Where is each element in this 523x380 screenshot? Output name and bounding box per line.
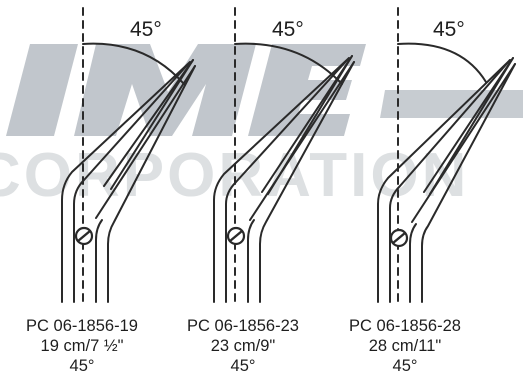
scissors-drawing-2 (213, 7, 355, 303)
lower-blade (95, 65, 196, 219)
upper-blade (103, 59, 194, 190)
instrument-length: 28 cm/11" (368, 337, 442, 355)
catalog-number: PC 06-1856-28 (349, 317, 461, 335)
shanks (213, 57, 355, 303)
pivot-screw (226, 226, 246, 246)
angle-arc (234, 42, 343, 85)
instrument-angle: 45° (392, 357, 418, 375)
scissors-illustrations (61, 7, 516, 303)
pivot-screw (389, 228, 409, 248)
instrument-angle: 45° (230, 357, 256, 375)
angle-arc (397, 42, 487, 83)
instrument-angle: 45° (69, 357, 95, 375)
catalog-number: PC 06-1856-23 (187, 317, 299, 335)
angle-label-1: 45° (130, 18, 162, 41)
catalog-number: PC 06-1856-19 (26, 317, 138, 335)
product-caption-1: PC 06-1856-19 19 cm/7 ½" 45° (7, 316, 157, 376)
shanks (61, 61, 196, 303)
scissors-drawing-3 (377, 7, 516, 303)
angle-arc (82, 42, 185, 85)
scissors-drawing-1 (61, 7, 196, 303)
product-caption-2: PC 06-1856-23 23 cm/9" 45° (168, 316, 318, 376)
upper-blade (423, 57, 514, 195)
pivot-screw (74, 226, 94, 246)
lower-blade (249, 61, 355, 221)
product-caption-3: PC 06-1856-28 28 cm/11" 45° (330, 316, 480, 376)
instrument-length: 23 cm/9" (210, 337, 276, 355)
shanks (377, 59, 516, 303)
angle-label-3: 45° (433, 18, 465, 41)
lower-blade (411, 63, 516, 223)
angle-label-2: 45° (272, 18, 304, 41)
instrument-length: 19 cm/7 ½" (40, 337, 124, 355)
